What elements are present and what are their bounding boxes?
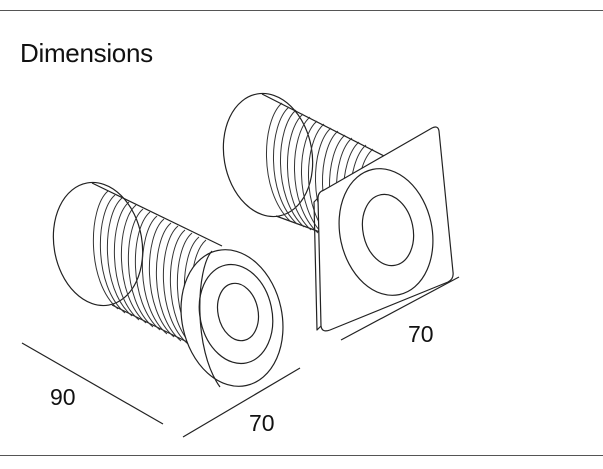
- square-width-dimension-line: [340, 276, 460, 341]
- square-trim-edge: [313, 197, 322, 331]
- round-width-dimension-line: [182, 367, 301, 438]
- round-trim-inner-ring: [198, 263, 274, 365]
- round-trim-face: [180, 249, 284, 387]
- section-title: Dimensions: [20, 38, 153, 68]
- square-trim-plate: [317, 126, 454, 332]
- square-trim-outer-ring: [338, 168, 434, 296]
- depth-label: 90: [50, 384, 76, 410]
- bottom-divider: [0, 455, 603, 456]
- round-trim-rim: [199, 250, 221, 388]
- round-fitting: [52, 181, 284, 388]
- depth-dimension-line: [21, 342, 164, 425]
- round-fitting-back-cap: [52, 181, 144, 307]
- square-fitting: [222, 92, 454, 332]
- round-trim-lens: [216, 282, 260, 342]
- square-width-label: 70: [408, 321, 434, 347]
- round-width-label: 70: [249, 410, 275, 436]
- square-trim-lens: [361, 193, 415, 267]
- top-divider: [0, 10, 603, 11]
